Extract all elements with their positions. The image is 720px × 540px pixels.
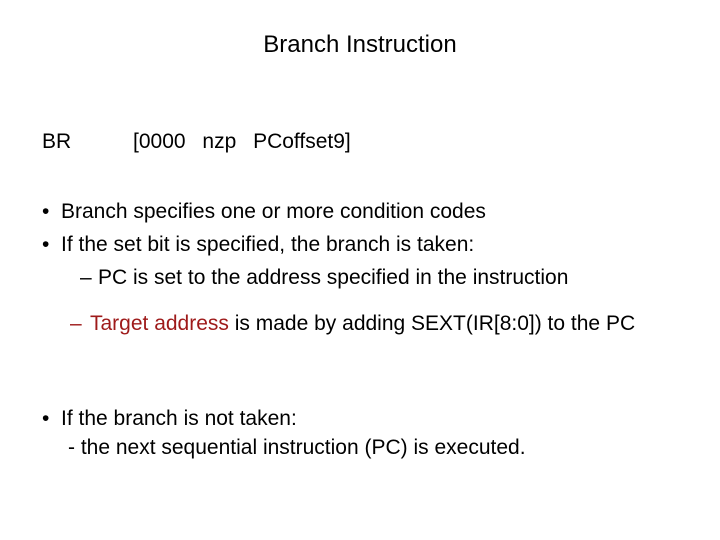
dash-icon: – xyxy=(70,312,82,335)
bullet-icon: • xyxy=(42,407,50,430)
bullet-condition-codes: • Branch specifies one or more condition… xyxy=(40,198,486,225)
subbullet-pc-set: –PC is set to the address specified in t… xyxy=(80,264,568,291)
instruction-encoding-line: BR [0000 nzp PCoffset9] xyxy=(42,128,351,155)
bullet-branch-not-taken: • If the branch is not taken: xyxy=(40,405,297,432)
dash-icon: – xyxy=(80,266,92,289)
target-address-highlight: Target address xyxy=(90,312,229,335)
subbullet-target-address: –Target address is made by adding SEXT(I… xyxy=(70,310,675,337)
subbullet-pc-set-text: PC is set to the address specified in th… xyxy=(98,266,569,289)
bullet-icon: • xyxy=(42,200,50,223)
slide-title: Branch Instruction xyxy=(263,31,457,58)
instruction-mnemonic: BR xyxy=(42,130,72,153)
instruction-encoding: [0000 nzp PCoffset9] xyxy=(133,130,351,153)
bullet-branch-taken: • If the set bit is specified, the branc… xyxy=(40,231,474,258)
subbullet-next-instruction: - the next sequential instruction (PC) i… xyxy=(68,436,526,459)
bullet-branch-not-taken-text: If the branch is not taken: xyxy=(61,407,297,430)
subbullet-target-address-text: is made by adding SEXT(IR[8:0]) to the P… xyxy=(228,312,636,335)
bullet-branch-taken-text: If the set bit is specified, the branch … xyxy=(61,233,475,256)
bullet-icon: • xyxy=(42,233,50,256)
bullet-condition-codes-text: Branch specifies one or more condition c… xyxy=(61,200,486,223)
